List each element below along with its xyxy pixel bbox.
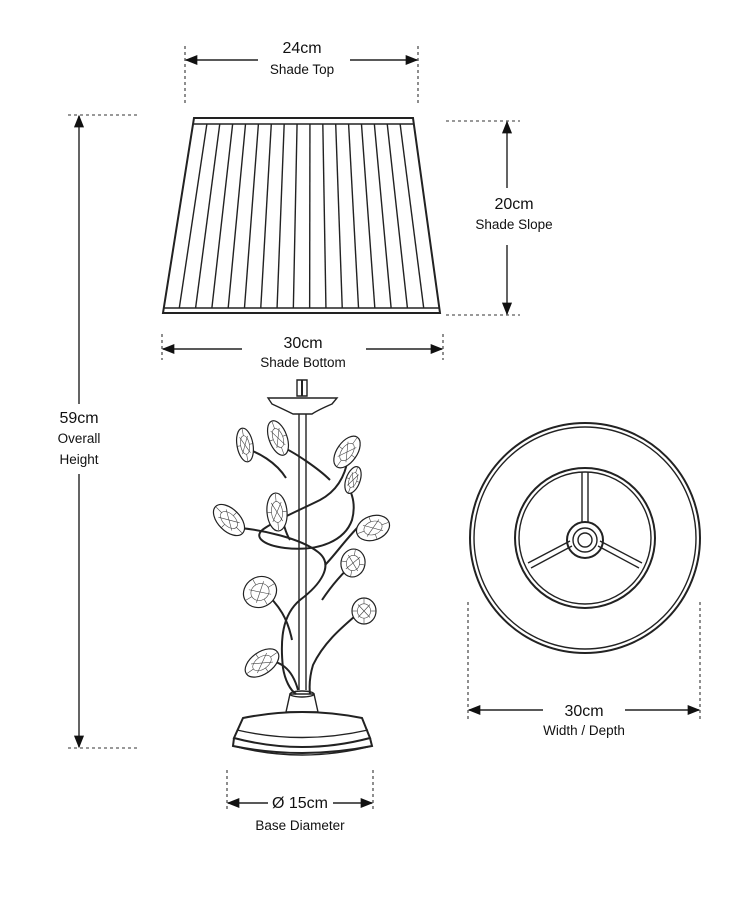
- crystal-leaf: [263, 418, 292, 458]
- top-view-outer-ring: [470, 423, 700, 653]
- width-depth-value: 30cm: [564, 703, 603, 720]
- crystal-leaf: [208, 499, 250, 541]
- width-depth-dimension: 30cm Width / Depth: [468, 602, 700, 738]
- shade-slope-value: 20cm: [494, 196, 533, 213]
- shade-pleat: [336, 124, 343, 308]
- top-view-outer-ring-inner: [474, 427, 696, 649]
- base-diameter-dimension: Ø 15cm Base Diameter: [227, 770, 373, 833]
- height-caption-line1: Overall: [58, 431, 101, 446]
- shade-bottom-value: 30cm: [283, 335, 322, 352]
- top-view-spoke: [598, 546, 639, 568]
- shade-pleat: [374, 124, 391, 308]
- shade-pleat: [361, 124, 374, 308]
- top-view-inner-ring: [515, 468, 655, 608]
- shade-pleat: [261, 124, 272, 308]
- crystal-leaf: [352, 598, 376, 624]
- base-diameter-value: Ø 15cm: [272, 795, 328, 812]
- arm: [310, 610, 362, 694]
- shade-pleats: [179, 124, 423, 308]
- height-caption-line2: Height: [59, 452, 98, 467]
- crystal-leaf: [328, 432, 365, 473]
- top-view-spoke: [531, 546, 572, 568]
- base-ridge: [237, 730, 368, 738]
- shade-pleat: [293, 124, 297, 308]
- crystal-leaf: [238, 571, 282, 614]
- shade-top-value: 24cm: [282, 40, 321, 57]
- shade-slope-dimension: 20cm Shade Slope: [446, 121, 553, 315]
- base-diameter-caption: Base Diameter: [255, 818, 345, 833]
- width-depth-caption: Width / Depth: [543, 723, 625, 738]
- lamp-body: [208, 380, 393, 755]
- shade-pleat: [244, 124, 258, 308]
- shade-pleat: [277, 124, 284, 308]
- shade-pleat: [179, 124, 207, 308]
- shade-pleat: [349, 124, 359, 308]
- crystal-leaf: [234, 427, 256, 463]
- shade-bottom-dimension: 30cm Shade Bottom: [162, 334, 443, 370]
- top-view-spoke: [600, 541, 642, 563]
- shade-pleat: [196, 124, 220, 308]
- shade-top-view: [470, 423, 700, 653]
- crystal-leaf: [240, 643, 284, 683]
- shade-slope-caption: Shade Slope: [475, 217, 552, 232]
- shade-pleat: [400, 124, 424, 308]
- shade-outline: [163, 118, 440, 313]
- crystal-leaf: [353, 511, 393, 545]
- top-view-spoke: [528, 541, 570, 563]
- shade-pleat: [228, 124, 245, 308]
- top-view-hub-inner: [573, 528, 597, 552]
- top-view-inner-ring-inner: [519, 472, 651, 604]
- shade-top-dimension: 24cm Shade Top: [185, 40, 418, 104]
- overall-height-dimension: 59cm Overall Height: [58, 115, 140, 748]
- shade-pleat: [212, 124, 233, 308]
- base-upper: [234, 712, 370, 747]
- shade-pleat: [387, 124, 407, 308]
- shade-pleat: [323, 124, 326, 308]
- shade-carrier: [268, 398, 337, 414]
- height-value: 59cm: [59, 410, 98, 427]
- top-view-hub-hole: [578, 533, 592, 547]
- shade-bottom-caption: Shade Bottom: [260, 355, 346, 370]
- shade-top-caption: Shade Top: [270, 62, 334, 77]
- lamp-shade: [163, 118, 440, 313]
